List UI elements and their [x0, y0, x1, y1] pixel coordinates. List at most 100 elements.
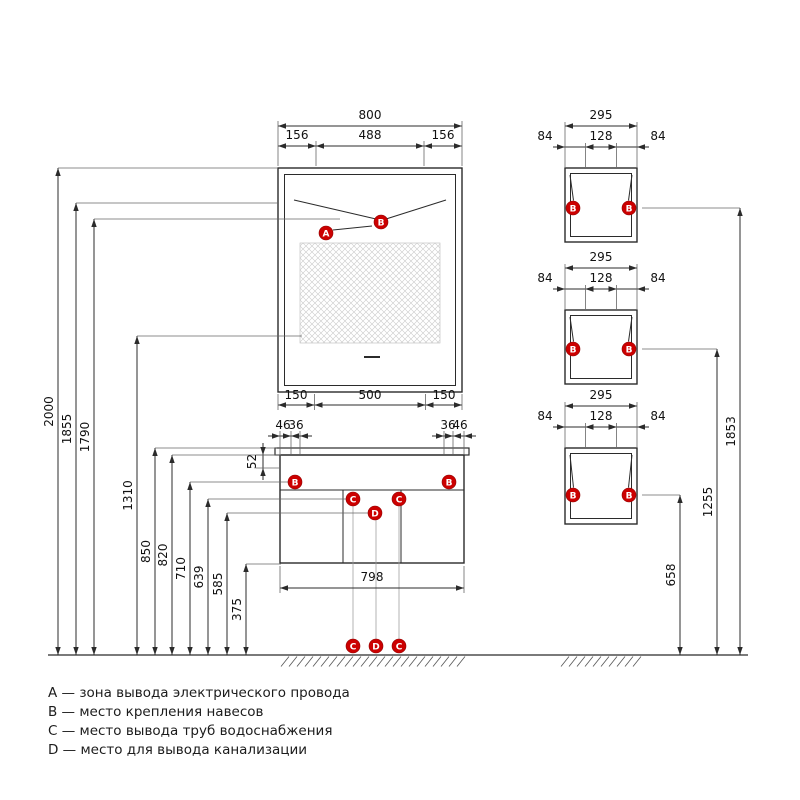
ground-hatch	[288, 656, 298, 667]
dim-arrow	[187, 647, 193, 655]
wire-line-right	[385, 199, 447, 220]
ground-hatch	[432, 656, 442, 667]
dim-arrow	[464, 433, 472, 439]
legend-item-d: D — место для вывода канализации	[48, 742, 307, 758]
ground-hatch	[328, 656, 338, 667]
marker-letter: C	[350, 642, 357, 652]
dim-arrow	[278, 123, 286, 129]
dim-label: 36	[288, 418, 303, 432]
hook-line-left	[569, 454, 574, 488]
marker-b	[441, 474, 457, 490]
dim-arrow	[608, 286, 617, 292]
dim-arrow	[445, 433, 453, 439]
wire-line-left	[293, 199, 377, 220]
dim-arrow	[260, 468, 266, 476]
dim-arrow	[416, 143, 424, 149]
dim-label: 585	[211, 573, 225, 596]
ground-hatch	[560, 656, 570, 667]
dim-arrow	[557, 286, 565, 292]
ground-hatch	[336, 656, 346, 667]
mirror-inner-frame	[284, 174, 456, 386]
dim-label: 150	[433, 388, 456, 402]
ground-hatch	[448, 656, 458, 667]
marker-letter: B	[626, 204, 633, 214]
ground-hatch	[424, 656, 434, 667]
dim-arrow	[417, 402, 426, 408]
mirror-light-panel	[299, 242, 441, 344]
dim-label: 639	[192, 566, 206, 589]
marker-b	[621, 487, 637, 503]
side-box-outer	[564, 167, 638, 243]
marker-b	[565, 200, 581, 216]
ground-hatch	[608, 656, 618, 667]
dim-label: 46	[452, 418, 467, 432]
marker-letter: D	[371, 509, 378, 519]
ground-hatch	[576, 656, 586, 667]
dim-arrow	[454, 143, 462, 149]
ground-hatch	[624, 656, 634, 667]
ground-hatch	[616, 656, 626, 667]
dim-label: 156	[286, 128, 309, 142]
dim-label: 36	[440, 418, 455, 432]
dim-arrow	[314, 402, 323, 408]
mirror-front-view	[277, 167, 463, 393]
dim-arrow	[300, 433, 308, 439]
dim-arrow	[585, 286, 594, 292]
ground-hatch	[416, 656, 426, 667]
dim-arrow	[425, 402, 434, 408]
dim-label: 820	[156, 544, 170, 567]
dim-arrow	[91, 647, 97, 655]
hook-line-left	[569, 174, 574, 201]
dim-arrow	[278, 402, 286, 408]
side-view-bottom	[564, 447, 638, 525]
dim-label: 84	[650, 409, 665, 423]
dim-label: 2000	[42, 396, 56, 427]
dim-label: 128	[590, 129, 613, 143]
dim-label: 1255	[701, 487, 715, 518]
dim-label: 295	[590, 388, 613, 402]
ground-hatch	[376, 656, 386, 667]
marker-c	[345, 638, 361, 654]
dim-label: 52	[245, 454, 259, 469]
marker-letter: B	[378, 218, 385, 228]
dim-arrow	[73, 203, 79, 211]
dim-arrow	[585, 424, 594, 430]
ground-hatch	[632, 656, 642, 667]
dim-arrow	[283, 433, 291, 439]
dim-label: 1310	[121, 480, 135, 511]
dim-label: 798	[361, 570, 384, 584]
ground-hatch	[296, 656, 306, 667]
dim-label: 710	[174, 557, 188, 580]
ground-hatch	[360, 656, 370, 667]
marker-b	[287, 474, 303, 490]
dim-arrow	[243, 564, 249, 572]
side-box-inner	[570, 453, 632, 519]
marker-letter: C	[350, 495, 357, 505]
dim-arrow	[308, 143, 316, 149]
ground-hatch	[320, 656, 330, 667]
dim-arrow	[677, 495, 683, 503]
dim-arrow	[91, 219, 97, 227]
ground-hatch	[584, 656, 594, 667]
dim-label: 128	[590, 409, 613, 423]
dim-label: 128	[590, 271, 613, 285]
ground-hatch	[592, 656, 602, 667]
hook-line-right	[628, 174, 633, 201]
dim-arrow	[316, 143, 324, 149]
dim-arrow	[737, 208, 743, 216]
ground-hatch	[384, 656, 394, 667]
side-box-outer	[564, 309, 638, 385]
mirror-outer-frame	[277, 167, 463, 393]
hook-line-right	[628, 454, 633, 488]
marker-letter: C	[396, 495, 403, 505]
ground-hatch	[352, 656, 362, 667]
legend-item-c: C — место вывода труб водоснабжения	[48, 723, 332, 739]
dim-label: 84	[537, 129, 552, 143]
marker-d	[368, 638, 384, 654]
ground-hatch	[568, 656, 578, 667]
ground-hatch	[456, 656, 466, 667]
hook-line-right	[628, 316, 633, 342]
marker-letter: B	[626, 491, 633, 501]
dim-arrow	[454, 402, 462, 408]
marker-letter: A	[323, 229, 330, 239]
